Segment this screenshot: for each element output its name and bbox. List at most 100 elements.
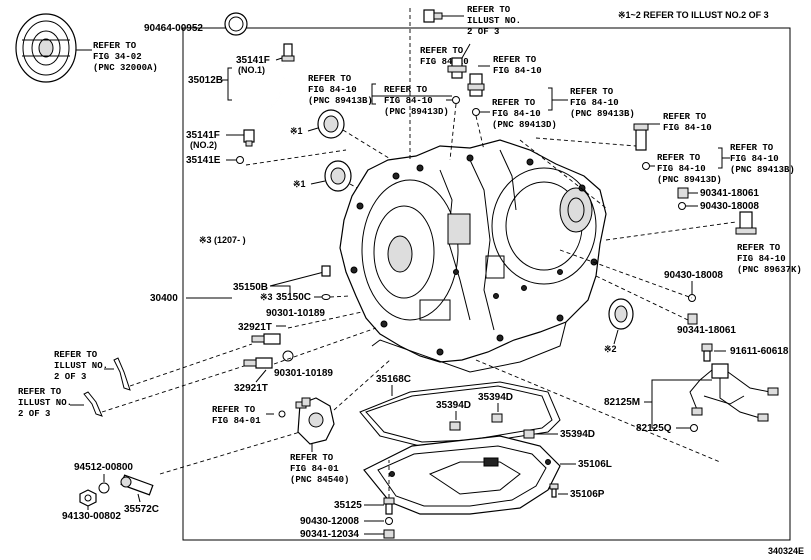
svg-text:REFER TO: REFER TO (492, 98, 536, 108)
part-number-35125[interactable]: 35125 (334, 500, 362, 511)
plug-bolt-icon (423, 9, 443, 23)
refer-illust-left-2[interactable]: REFER TO ILLUST NO. 2 OF 3 (18, 387, 72, 419)
refer-fig-84-10-j[interactable]: REFER TO FIG 84-10 (PNC 89637K) (737, 243, 802, 275)
label-no1: (NO.1) (238, 65, 265, 75)
svg-text:REFER TO: REFER TO (657, 153, 701, 163)
marker-1a: ※1 (290, 126, 303, 136)
drain-plug-icon (677, 187, 689, 199)
oil-hose-1-icon (113, 357, 131, 391)
svg-text:FIG 84-10: FIG 84-10 (570, 98, 619, 108)
svg-text:REFER TO: REFER TO (290, 453, 334, 463)
svg-text:FIG 84-10: FIG 84-10 (308, 85, 357, 95)
wire-harness-icon (689, 363, 779, 422)
refer-fig-84-01-b[interactable]: REFER TO FIG 84-01 (PNC 84540) (290, 453, 349, 485)
svg-text:FIG 84-01: FIG 84-01 (290, 464, 339, 474)
part-number-35150B[interactable]: 35150B (233, 282, 268, 293)
svg-text:FIG 84-10: FIG 84-10 (384, 96, 433, 106)
pan-bolt-icon (549, 483, 559, 498)
part-number-35394D-b[interactable]: 35394D (478, 392, 513, 403)
part-number-94130-00802[interactable]: 94130-00802 (62, 511, 121, 522)
o-ring-icon (236, 156, 244, 164)
part-number-90430-18008-a[interactable]: 90430-18008 (700, 201, 759, 212)
part-number-35141F-no1[interactable]: 35141F (236, 55, 270, 66)
svg-text:REFER TO: REFER TO (212, 405, 256, 415)
part-number-90341-12034[interactable]: 90341-12034 (300, 529, 359, 540)
lever-icon (321, 265, 331, 277)
part-number-35012B[interactable]: 35012B (188, 75, 223, 86)
part-number-82125Q[interactable]: 82125Q (636, 423, 672, 434)
svg-text:REFER TO: REFER TO (384, 85, 428, 95)
svg-text:2 OF 3: 2 OF 3 (18, 409, 50, 419)
refer-illust-top[interactable]: REFER TO ILLUST NO. 2 OF 3 (467, 5, 521, 37)
svg-text:2 OF 3: 2 OF 3 (54, 372, 86, 382)
part-number-30400[interactable]: 30400 (150, 293, 178, 304)
harness-bolt-icon (701, 343, 713, 362)
refer-fig-84-10-d[interactable]: REFER TO FIG 84-10 (PNC 89413D) (384, 85, 449, 117)
union-32921t-a-icon (251, 333, 281, 345)
nut-icon (79, 489, 97, 507)
part-number-32921T-b[interactable]: 32921T (234, 383, 268, 394)
part-number-35106L[interactable]: 35106L (578, 459, 612, 470)
svg-text:REFER TO: REFER TO (93, 41, 137, 51)
control-shaft-lever-icon (120, 474, 154, 496)
magnet-a-icon (449, 421, 461, 431)
svg-text:(PNC 89413D): (PNC 89413D) (657, 175, 722, 185)
label-no2: (NO.2) (190, 140, 217, 150)
refer-fig-84-10-e[interactable]: REFER TO FIG 84-10 (PNC 89413D) (492, 98, 557, 130)
svg-text:(PNC 89413D): (PNC 89413D) (492, 120, 557, 130)
speed-sensor-a-icon (633, 123, 649, 151)
part-number-90430-18008-b[interactable]: 90430-18008 (664, 270, 723, 281)
svg-text:REFER TO: REFER TO (467, 5, 511, 15)
part-number-35168C[interactable]: 35168C (376, 374, 411, 385)
svg-text:FIG 84-10: FIG 84-10 (737, 254, 786, 264)
assembly-frame (182, 27, 791, 541)
part-number-35150C[interactable]: 35150C (276, 292, 311, 303)
svg-text:2 OF 3: 2 OF 3 (467, 27, 499, 37)
oil-seal-2-icon (324, 160, 352, 192)
refer-fig-84-10-f[interactable]: REFER TO FIG 84-10 (PNC 89413B) (570, 87, 635, 119)
svg-text:(PNC 89413B): (PNC 89413B) (570, 109, 635, 119)
torque-converter-icon (15, 13, 77, 83)
part-number-32921T-a[interactable]: 32921T (238, 322, 272, 333)
svg-text:FIG 84-10: FIG 84-10 (493, 66, 542, 76)
oil-seal-1-icon (317, 109, 345, 139)
refer-fig-84-10-h[interactable]: REFER TO FIG 84-10 (PNC 89413B) (730, 143, 795, 175)
solenoid-b-icon (467, 73, 485, 97)
part-number-90341-18061-a[interactable]: 90341-18061 (700, 188, 759, 199)
svg-text:(PNC 32000A): (PNC 32000A) (93, 63, 158, 73)
part-number-90464-00952[interactable]: 90464-00952 (144, 23, 203, 34)
part-number-94512-00800[interactable]: 94512-00800 (74, 462, 133, 473)
temp-sensor-icon (735, 211, 757, 235)
svg-text:REFER TO: REFER TO (420, 46, 464, 56)
pan-gasket-icon (359, 381, 561, 447)
refer-fig-34-02[interactable]: REFER TO FIG 34-02 (PNC 32000A) (93, 41, 158, 73)
part-number-90301-10189-b[interactable]: 90301-10189 (274, 368, 333, 379)
oil-hose-2-icon (83, 391, 103, 417)
refer-fig-84-10-i[interactable]: REFER TO FIG 84-10 (PNC 89413D) (657, 153, 722, 185)
part-number-90341-18061-b[interactable]: 90341-18061 (677, 325, 736, 336)
part-number-35572C[interactable]: 35572C (124, 504, 159, 515)
part-number-35394D-a[interactable]: 35394D (436, 400, 471, 411)
refer-fig-84-10-b[interactable]: REFER TO FIG 84-10 (493, 55, 542, 76)
breather-plug-icon (281, 43, 295, 62)
refer-fig-84-10-c[interactable]: REFER TO FIG 84-10 (PNC 89413B) (308, 74, 373, 106)
part-number-35106P[interactable]: 35106P (570, 489, 605, 500)
svg-text:FIG 84-10: FIG 84-10 (663, 123, 712, 133)
part-number-35141E[interactable]: 35141E (186, 155, 221, 166)
part-number-82125M[interactable]: 82125M (604, 397, 640, 408)
svg-text:REFER TO: REFER TO (54, 350, 98, 360)
refer-fig-84-01-a[interactable]: REFER TO FIG 84-01 (212, 405, 261, 426)
refer-fig-84-10-g[interactable]: REFER TO FIG 84-10 (663, 112, 712, 133)
part-number-90430-12008[interactable]: 90430-12008 (300, 516, 359, 527)
part-number-35141F-no2[interactable]: 35141F (186, 130, 220, 141)
refer-fig-84-10-a[interactable]: REFER TO FIG 84-10 (420, 46, 469, 67)
part-number-35394D-c[interactable]: 35394D (560, 429, 595, 440)
refer-illust-left-1[interactable]: REFER TO ILLUST NO. 2 OF 3 (54, 350, 108, 382)
union-fitting-icon (243, 129, 255, 147)
svg-text:FIG 84-10: FIG 84-10 (730, 154, 779, 164)
part-number-91611-60618[interactable]: 91611-60618 (730, 346, 789, 357)
svg-text:REFER TO: REFER TO (737, 243, 781, 253)
part-number-90301-10189-a[interactable]: 90301-10189 (266, 308, 325, 319)
svg-text:(PNC 89413D): (PNC 89413D) (384, 107, 449, 117)
svg-text:ILLUST NO.: ILLUST NO. (54, 361, 108, 371)
